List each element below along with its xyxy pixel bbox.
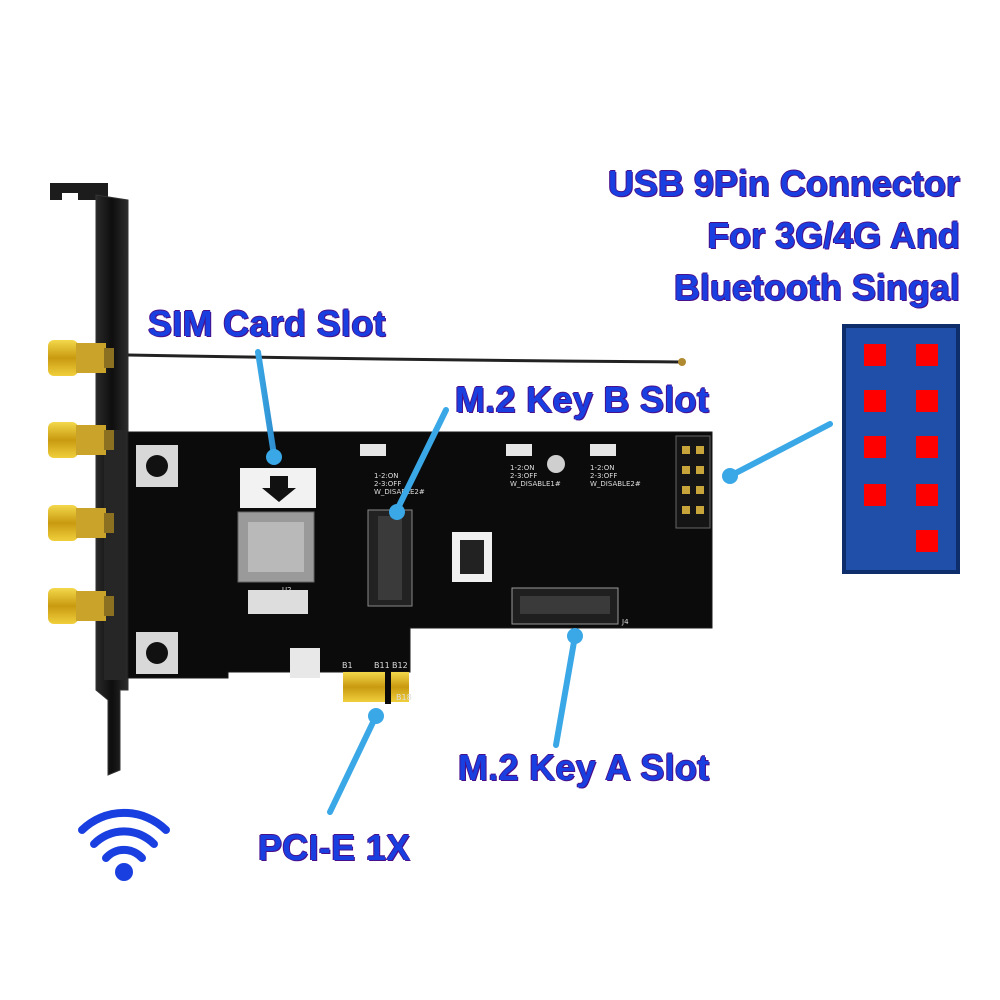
silk-sw-on-3: 1-2:ON <box>590 464 615 472</box>
silk-u2: U2 <box>282 586 292 594</box>
pcb-board: B1 B11 B12 B18 1-2:ON 2-3:OFF W_DISABLE2… <box>127 431 713 704</box>
silk-sw-on-2: 1-2:ON <box>510 464 535 472</box>
sim-card-slot-label: SIM Card Slot <box>148 303 386 344</box>
usb-connector-label-line-2: For 3G/4G And <box>707 215 960 256</box>
usb-pinout-panel <box>842 324 960 574</box>
silk-w-disable2: W_DISABLE2# <box>374 488 425 496</box>
m2-key-a-slot-connector <box>511 587 619 625</box>
sma-connectors <box>48 340 114 624</box>
silk-b12: B12 <box>392 661 408 670</box>
pcie-1x-label: PCI-E 1X <box>258 827 411 868</box>
silk-sw-off-3: 2-3:OFF <box>590 472 617 480</box>
silk-w-disable1: W_DISABLE1# <box>510 480 561 488</box>
pci-bracket <box>50 183 129 776</box>
m2-key-a-slot-label: M.2 Key A Slot <box>458 747 710 788</box>
silk-b11: B11 <box>374 661 390 670</box>
silk-b1: B1 <box>342 661 353 670</box>
sim-card-slot <box>237 468 316 614</box>
pointer-lines <box>255 349 833 815</box>
wifi-icon <box>78 808 170 881</box>
silk-j4: J4 <box>621 618 629 626</box>
m2-key-b-slot-label: M.2 Key B Slot <box>455 379 710 420</box>
silk-sw-on-1: 1-2:ON <box>374 472 399 480</box>
usb-connector-label-line-3: Bluetooth Singal <box>674 267 960 308</box>
silk-b18: B18 <box>396 693 412 702</box>
usb-connector-label: USB 9Pin Connector For 3G/4G And Bluetoo… <box>608 158 960 314</box>
silk-sw-off-2: 2-3:OFF <box>510 472 537 480</box>
usb-9pin-header <box>675 435 711 529</box>
silk-sw-off-1: 2-3:OFF <box>374 480 401 488</box>
pcie-gold-fingers <box>343 668 409 704</box>
usb-connector-label-line-1: USB 9Pin Connector <box>607 163 960 204</box>
antenna-cable <box>127 353 681 364</box>
silk-w-disable2-b: W_DISABLE2# <box>590 480 641 488</box>
m2-key-b-slot-connector <box>367 509 413 607</box>
